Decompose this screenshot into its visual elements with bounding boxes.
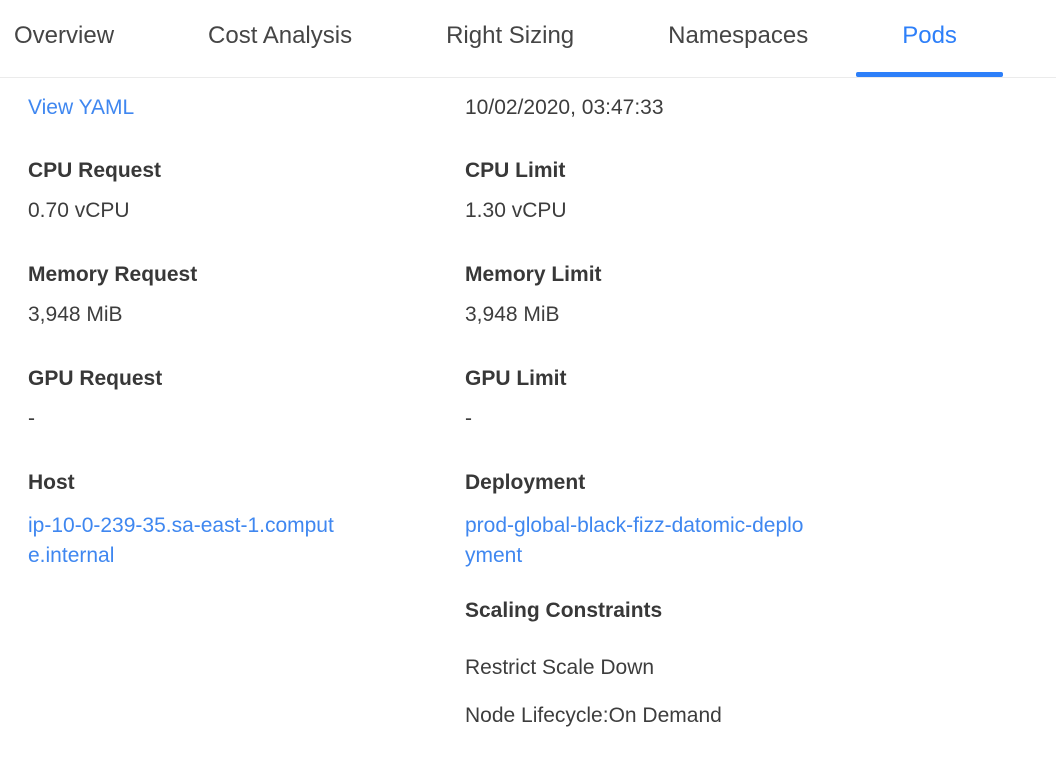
- scaling-constraints-section: Scaling Constraints Restrict Scale Down …: [465, 599, 722, 752]
- scaling-constraints-title: Scaling Constraints: [465, 599, 663, 622]
- tab-right-sizing[interactable]: Right Sizing: [446, 21, 575, 49]
- field-label: GPU Request: [28, 367, 163, 390]
- field-host: Host ip-10-0-239-35.sa-east-1.compute.in…: [28, 471, 340, 571]
- view-yaml-link[interactable]: View YAML: [28, 96, 135, 119]
- field-label: Host: [28, 471, 75, 494]
- created-timestamp: 10/02/2020, 03:47:33: [465, 96, 664, 119]
- tab-cost-analysis[interactable]: Cost Analysis: [208, 21, 353, 49]
- field-label: Memory Request: [28, 263, 198, 286]
- details-right-column: 10/02/2020, 03:47:33 CPU Limit 1.30 vCPU…: [465, 96, 1036, 752]
- field-value: 3,948 MiB: [465, 303, 560, 326]
- field-memory-request: Memory Request 3,948 MiB: [28, 263, 197, 327]
- tab-namespaces[interactable]: Namespaces: [668, 21, 809, 49]
- field-gpu-request: GPU Request -: [28, 367, 162, 431]
- tab-bar: Overview Cost Analysis Right Sizing Name…: [0, 0, 1056, 78]
- field-cpu-request: CPU Request 0.70 vCPU: [28, 159, 161, 223]
- field-value: -: [28, 407, 35, 430]
- field-value: 0.70 vCPU: [28, 199, 130, 222]
- deployment-link[interactable]: prod-global-black-fizz-datomic-deploymen…: [465, 514, 804, 567]
- field-label: Memory Limit: [465, 263, 602, 286]
- field-label: CPU Limit: [465, 159, 566, 182]
- host-link[interactable]: ip-10-0-239-35.sa-east-1.compute.interna…: [28, 514, 334, 567]
- tab-pods[interactable]: Pods: [856, 0, 1003, 77]
- field-value: 1.30 vCPU: [465, 199, 567, 222]
- field-value: -: [465, 407, 472, 430]
- details-left-column: View YAML CPU Request 0.70 vCPU Memory R…: [28, 96, 465, 752]
- field-label: Deployment: [465, 471, 586, 494]
- pod-details-panel: View YAML CPU Request 0.70 vCPU Memory R…: [0, 78, 1056, 752]
- field-memory-limit: Memory Limit 3,948 MiB: [465, 263, 602, 327]
- tab-overview[interactable]: Overview: [14, 21, 115, 49]
- field-label: CPU Request: [28, 159, 162, 182]
- field-cpu-limit: CPU Limit 1.30 vCPU: [465, 159, 567, 223]
- scaling-constraint-item: Node Lifecycle:On Demand: [465, 704, 722, 727]
- field-value: 3,948 MiB: [28, 303, 123, 326]
- field-deployment: Deployment prod-global-black-fizz-datomi…: [465, 471, 809, 571]
- field-label: GPU Limit: [465, 367, 567, 390]
- field-gpu-limit: GPU Limit -: [465, 367, 567, 431]
- scaling-constraint-item: Restrict Scale Down: [465, 656, 655, 679]
